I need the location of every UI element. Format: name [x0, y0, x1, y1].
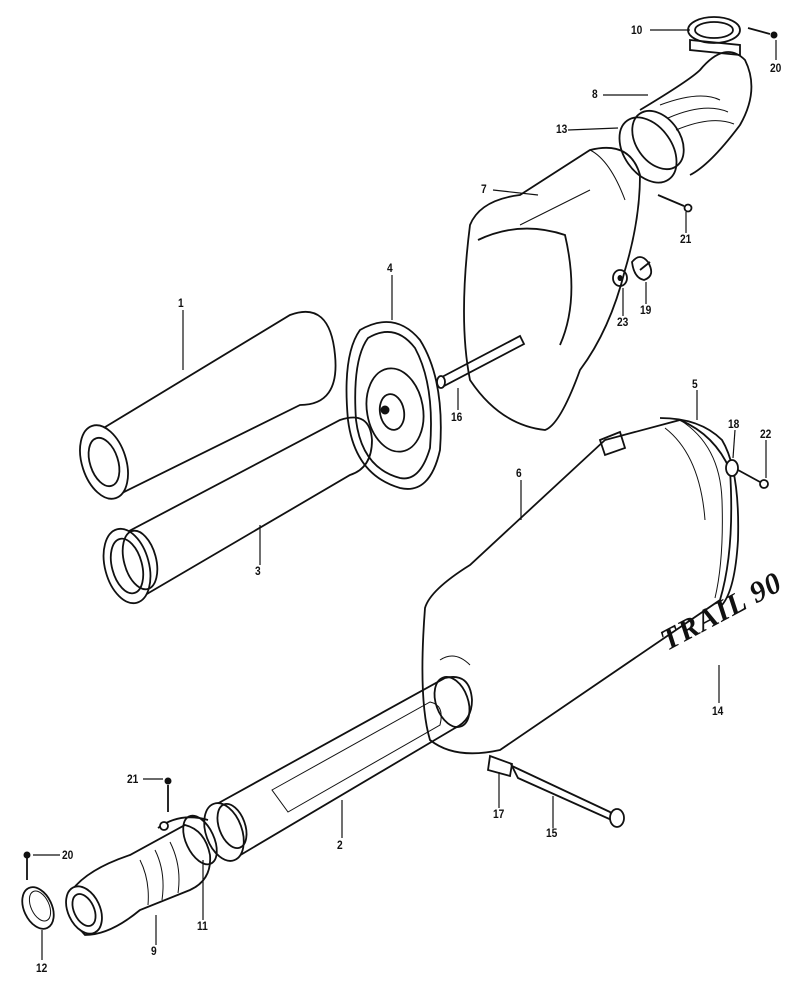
band-clamp-top — [687, 16, 741, 56]
callout-17: 17 — [493, 807, 505, 821]
callout-20-bottom: 20 — [62, 848, 74, 862]
grommet — [725, 459, 739, 477]
callout-14: 14 — [712, 704, 724, 718]
screw-top-right — [747, 27, 778, 39]
callout-5: 5 — [692, 377, 698, 391]
callout-7: 7 — [481, 182, 487, 196]
band-clamp-bottom — [21, 886, 55, 930]
stud-bolt — [436, 334, 526, 389]
wing-nut — [631, 256, 653, 281]
callout-22: 22 — [760, 427, 772, 441]
foam-filter-element — [79, 310, 337, 500]
screw-bottom-left — [23, 851, 31, 880]
callout-16: 16 — [451, 410, 463, 424]
callout-21-bottom: 21 — [127, 772, 139, 786]
callout-12: 12 — [36, 961, 48, 975]
perforated-element — [102, 416, 373, 605]
callout-8: 8 — [592, 87, 598, 101]
callout-1: 1 — [178, 296, 184, 310]
callout-2: 2 — [337, 838, 343, 852]
callout-11: 11 — [197, 919, 208, 933]
air-cleaner-case — [421, 419, 733, 755]
element-cap-gasket — [345, 321, 442, 490]
connecting-tube — [618, 51, 753, 184]
callout-19: 19 — [640, 303, 652, 317]
intake-perforated-tube — [203, 676, 473, 862]
leader-lines — [33, 29, 777, 960]
callout-9: 9 — [151, 944, 157, 958]
callout-6: 6 — [516, 466, 522, 480]
intake-boot — [65, 814, 218, 936]
air-cleaner-cover — [463, 146, 641, 431]
callout-23: 23 — [617, 315, 629, 329]
screw-cover-right — [657, 194, 693, 213]
washer — [612, 269, 628, 287]
callout-10: 10 — [631, 23, 643, 37]
band-clamp-middle — [157, 816, 209, 831]
callout-4: 4 — [387, 261, 393, 275]
callout-18: 18 — [728, 417, 740, 431]
case-gasket — [659, 417, 740, 606]
collar — [486, 754, 514, 778]
case-bolt — [737, 469, 769, 489]
callout-20-top: 20 — [770, 61, 782, 75]
callout-21-top: 21 — [680, 232, 692, 246]
screw-bottom-middle — [164, 777, 172, 812]
callout-3: 3 — [255, 564, 261, 578]
callout-13: 13 — [556, 122, 568, 136]
callout-15: 15 — [546, 826, 558, 840]
drain-tube — [510, 764, 625, 828]
